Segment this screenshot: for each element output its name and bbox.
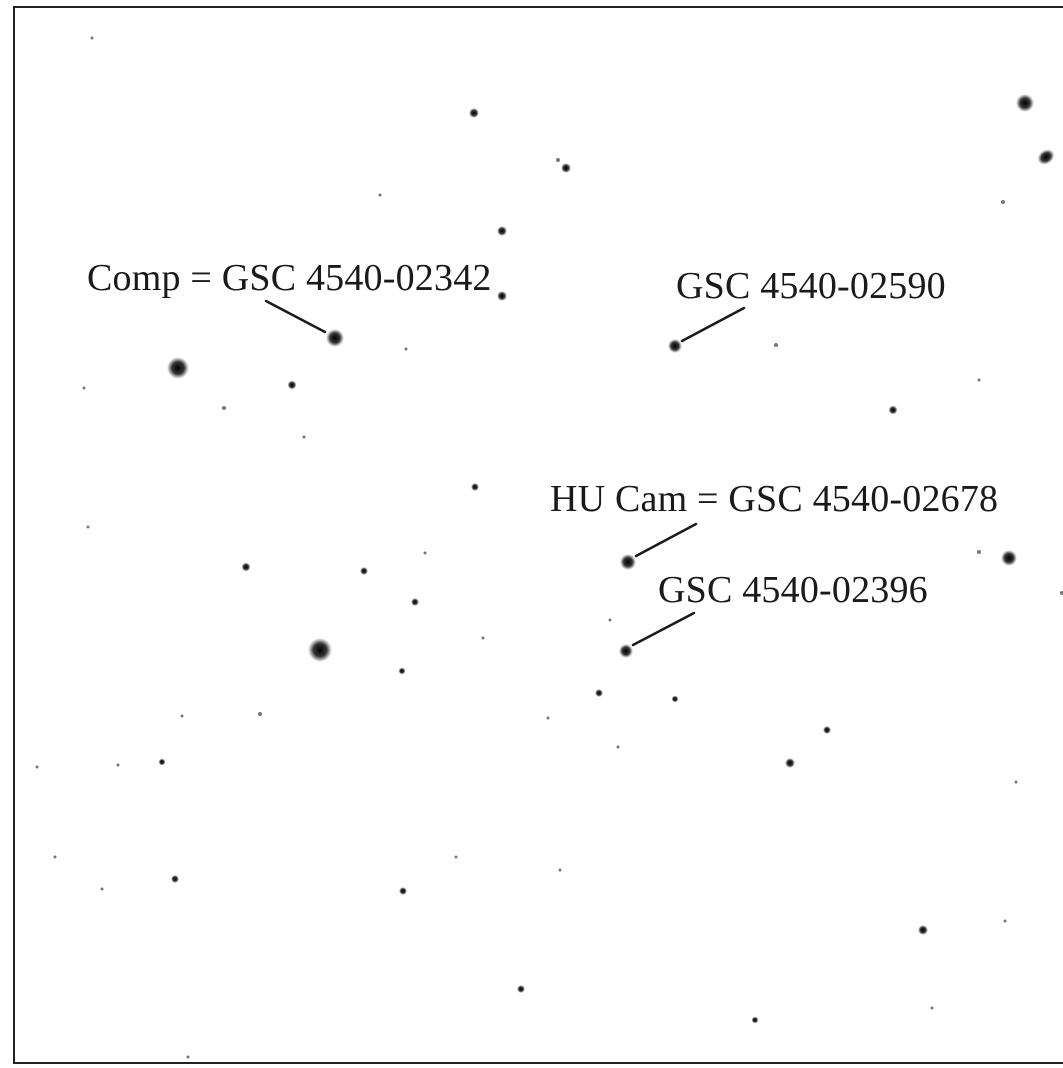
star [287, 380, 297, 390]
star [497, 291, 507, 301]
star [469, 108, 479, 118]
star [53, 855, 57, 859]
star [1060, 591, 1063, 595]
star [558, 868, 562, 872]
star-gsc-02396 [619, 644, 633, 658]
star [82, 386, 86, 390]
star [158, 758, 166, 766]
star [167, 357, 189, 379]
leader-line-comp [264, 299, 327, 334]
star [785, 758, 795, 768]
star [977, 550, 981, 554]
star [616, 745, 620, 749]
star [471, 483, 479, 491]
label-gsc-02396: GSC 4540-02396 [658, 569, 928, 611]
star [35, 765, 39, 769]
star-hu-cam [620, 554, 636, 570]
star [556, 158, 560, 162]
star [100, 887, 104, 891]
star [411, 598, 419, 606]
star [90, 36, 94, 40]
label-hu-cam: HU Cam = GSC 4540-02678 [550, 478, 999, 520]
star [404, 347, 408, 351]
star [888, 405, 898, 415]
star [398, 667, 406, 675]
star [241, 562, 251, 572]
faint-stars [35, 36, 1063, 1059]
star [308, 638, 332, 662]
star [378, 193, 382, 197]
star [1037, 149, 1055, 165]
leader-line-gsc-02396 [631, 611, 696, 647]
star [222, 406, 226, 410]
star [86, 525, 90, 529]
star [1014, 780, 1018, 784]
star [1016, 94, 1034, 112]
star [930, 1006, 934, 1010]
star [671, 695, 679, 703]
star [481, 636, 485, 640]
star-gsc-02590 [668, 339, 682, 353]
star [171, 875, 179, 883]
star [595, 689, 603, 697]
star [116, 763, 120, 767]
star [258, 712, 262, 716]
star [454, 855, 458, 859]
star [423, 551, 427, 555]
star [774, 343, 778, 347]
star [751, 1016, 759, 1024]
star [1001, 200, 1005, 204]
star [360, 567, 368, 575]
star [608, 618, 612, 622]
label-gsc-02590: GSC 4540-02590 [676, 265, 946, 307]
star [1001, 550, 1017, 566]
star [561, 163, 571, 173]
star [180, 714, 184, 718]
star [1003, 919, 1007, 923]
star [517, 985, 525, 993]
star [546, 716, 550, 720]
leader-line-gsc-02590 [680, 306, 746, 343]
label-comp-star: Comp = GSC 4540-02342 [87, 257, 492, 299]
star [977, 378, 981, 382]
star [918, 925, 928, 935]
star-comp [326, 329, 344, 347]
star [823, 726, 831, 734]
leader-line-hu-cam [634, 522, 698, 558]
star [186, 1055, 190, 1059]
star [302, 435, 306, 439]
star [399, 887, 407, 895]
star [497, 226, 507, 236]
